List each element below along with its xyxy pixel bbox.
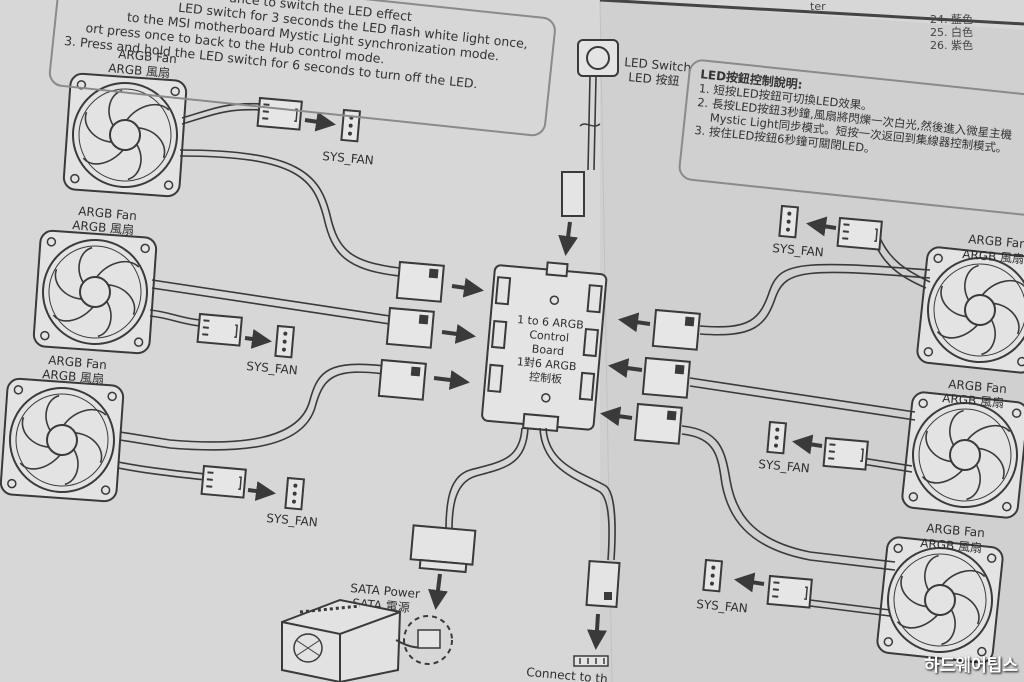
fan-top-right	[915, 245, 1024, 375]
sys-fan-label: SYS_FAN	[266, 511, 319, 529]
fan-connector	[200, 465, 247, 499]
board-label-line4: 1對6 ARGB	[516, 354, 577, 373]
argb-plug	[385, 307, 435, 349]
left-cables	[117, 102, 401, 481]
sys-fan-label: SYS_FAN	[696, 597, 749, 615]
fan-label-en: ARGB Fan	[926, 521, 986, 540]
board-label-line1: 1 to 6 ARGB	[517, 313, 585, 332]
argb-plug	[395, 261, 445, 303]
fan-label-zh: ARGB 風扇	[920, 535, 983, 555]
sys-fan-header	[702, 559, 723, 593]
right-cables	[681, 237, 931, 617]
board-label-line2: Control	[529, 328, 570, 344]
argb-plug	[633, 403, 683, 445]
argb-plug	[651, 309, 701, 351]
fan-middle-left	[32, 229, 158, 355]
fan-label-zh: ARGB 風扇	[942, 390, 1005, 410]
color-list-line: 24. 藍色	[930, 13, 973, 26]
color-list-fragment: ter 24. 藍色 25. 白色 26. 紫色	[810, 0, 973, 52]
motherboard-connector	[573, 559, 621, 667]
sata-label-en: SATA Power	[350, 581, 421, 601]
fan-label-zh: ARGB 風扇	[42, 366, 105, 386]
power-supply	[281, 598, 453, 682]
sata-connector	[409, 524, 477, 610]
fan-label-zh: ARGB 風扇	[108, 60, 171, 80]
fan-label-en: ARGB Fan	[968, 232, 1024, 251]
fan-connector	[196, 313, 243, 347]
sys-fan-header	[766, 421, 787, 455]
color-list-line: ter	[810, 0, 826, 13]
sys-fan-label: SYS_FAN	[246, 359, 299, 377]
sys-fan-header	[778, 205, 799, 239]
sys-fan-label: SYS_FAN	[772, 241, 825, 259]
argb-plug	[377, 359, 427, 401]
sys-fan-label: SYS_FAN	[322, 149, 375, 167]
sys-fan-header	[274, 325, 295, 359]
fan-connector	[766, 575, 813, 609]
fan-label-zh: ARGB 風扇	[72, 217, 135, 237]
fan-label-en: ARGB Fan	[48, 353, 108, 372]
fan-label-en: ARGB Fan	[78, 204, 138, 223]
led-switch-label-zh: LED 按鈕	[628, 70, 680, 88]
sys-fan-header	[284, 477, 305, 511]
board-label-line5: 控制板	[529, 369, 563, 386]
fan-bottom-left	[0, 377, 125, 503]
fan-middle-right	[900, 390, 1024, 520]
fan-connector	[836, 217, 883, 251]
fan-label-en: ARGB Fan	[948, 377, 1008, 396]
fan-connector	[822, 437, 869, 471]
color-list-line: 26. 紫色	[930, 39, 973, 52]
bottom-cables	[445, 427, 616, 561]
led-switch	[558, 39, 619, 256]
board-label-line3: Board	[531, 342, 564, 358]
color-list-line: 25. 白色	[930, 26, 973, 39]
left-arrows	[433, 277, 484, 390]
fan-label-zh: ARGB 風扇	[962, 246, 1024, 266]
argb-plug	[641, 357, 691, 399]
right-arrows	[600, 312, 651, 427]
led-switch-label-en: LED Switch	[624, 55, 692, 75]
control-board: 1 to 6 ARGB Control Board 1對6 ARGB 控制板	[481, 261, 608, 432]
fan-label-en: ARGB Fan	[118, 47, 178, 66]
sys-fan-label: SYS_FAN	[758, 457, 811, 475]
fan-bottom-right	[875, 535, 1005, 665]
watermark: 하드웨어팁스	[924, 656, 1018, 676]
